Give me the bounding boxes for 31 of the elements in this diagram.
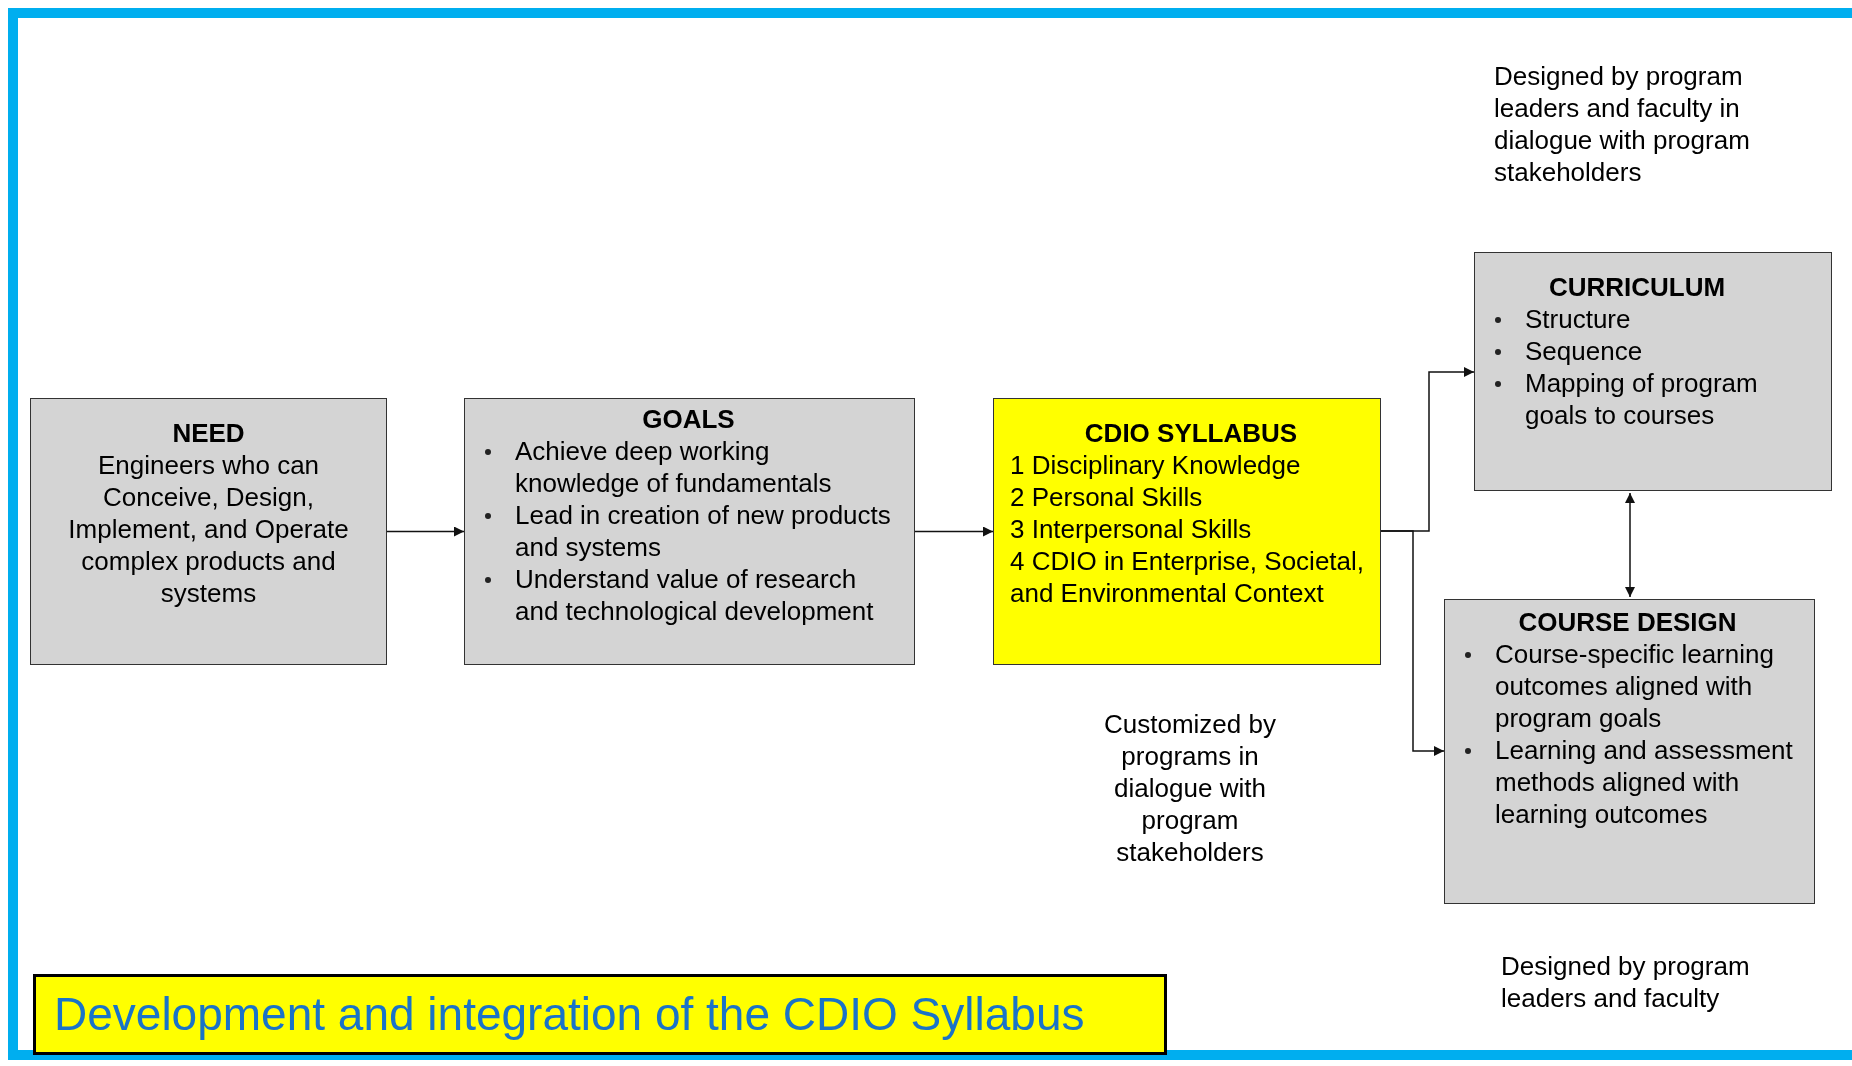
arrow [914,526,994,537]
note-text: Designed by program leaders and faculty [1501,950,1751,1014]
bullet-text: Course-specific learning outcomes aligned with program goals [1495,638,1775,734]
box-text: 2 Personal Skills [1009,481,1204,513]
arrow [1380,530,1445,756]
process-box [1474,252,1832,491]
note-text: Designed by program leaders and faculty in dialogue with program stakeholders [1494,60,1751,188]
process-box [30,398,387,665]
box-text: 1 Disciplinary Knowledge [1009,449,1302,481]
box-heading: COURSE DESIGN [1517,606,1738,638]
bullet-text: Lead in creation of new products and systems [515,499,892,563]
bullet-text: Understand value of research and technological development [515,563,875,627]
bullet-text: Learning and assessment methods aligned with learning outcomes [1495,734,1794,830]
bullet-text: Structure [1525,303,1631,335]
box-heading: NEED [171,417,246,449]
arrow [386,526,465,537]
process-box [464,398,915,665]
bullet-text: Mapping of program goals to courses [1525,367,1759,431]
box-text: Engineers who can Conceive, Design, Implement, and Operate complex products and systems [67,449,350,609]
box-heading: CDIO SYLLABUS [1083,417,1299,449]
process-box [993,398,1381,665]
bullet-text: Achieve deep working knowledge of fundamentals [515,435,833,499]
box-heading: CURRICULUM [1547,271,1727,303]
process-box [1444,599,1815,904]
box-text: 4 CDIO in Enterprise, Societal, and Environmental Context [1009,545,1366,609]
title-banner: Development and integration of the CDIO Syllabus [33,974,1167,1055]
bullet-text: Sequence [1525,335,1643,367]
box-text: 3 Interpersonal Skills [1009,513,1253,545]
arrow [1625,492,1635,598]
note-text: Customized by programs in dialogue with program stakeholders [1103,708,1277,868]
box-heading: GOALS [641,403,736,435]
